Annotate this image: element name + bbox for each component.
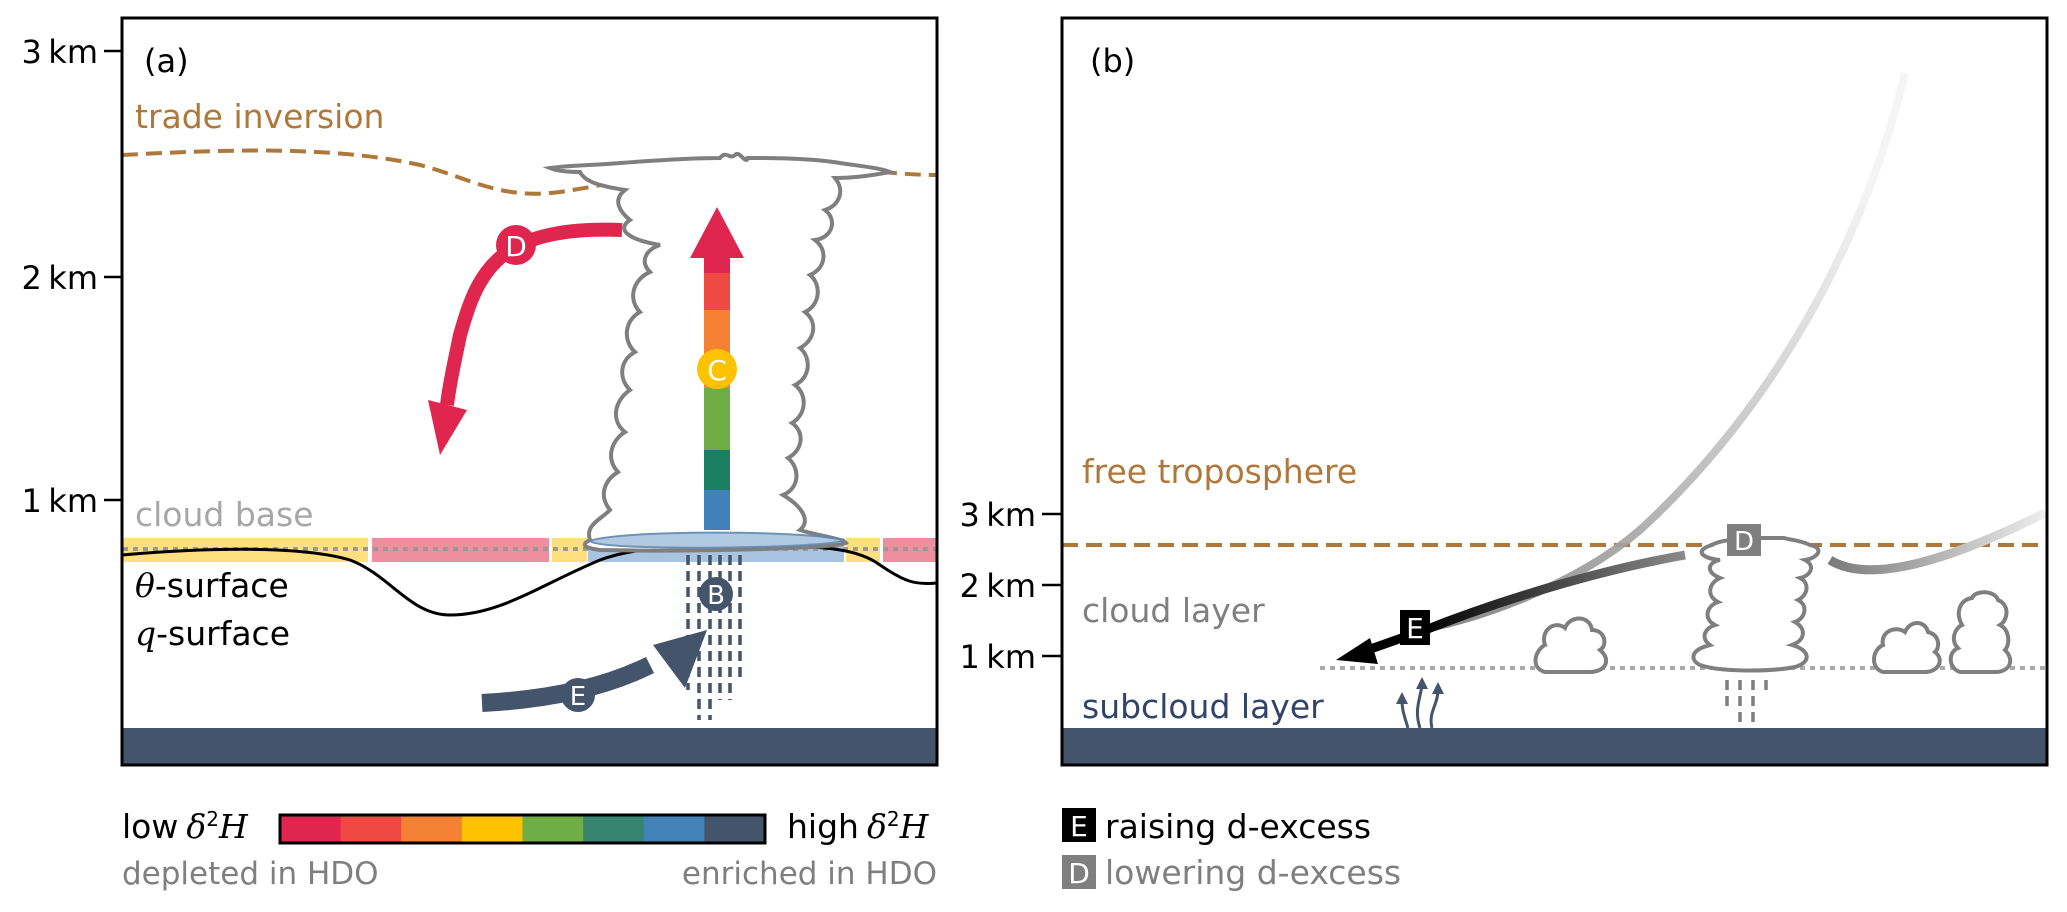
panel-a-label: (a) (144, 42, 189, 80)
tick-label-3km: 3 km (22, 33, 98, 71)
marker-d-label-b: D (1734, 527, 1754, 557)
tick-label-3km: 3 km (960, 496, 1036, 534)
downdraft-arrow-d: D (428, 222, 623, 455)
marker-e-label: E (570, 682, 586, 712)
tick-label-2km: 2 km (960, 567, 1036, 605)
panel-b-label: (b) (1090, 42, 1135, 80)
marker-d-label: D (505, 230, 527, 263)
panel-b: 3 km 2 km 1 km free troposphere cloud la… (960, 16, 2049, 767)
scale-swatch (583, 815, 645, 843)
evaporation-arrow-e: E (481, 630, 707, 712)
updraft-segment (704, 272, 730, 310)
theta-surface-label: θ-surface (135, 566, 289, 605)
panel-b-frame (1060, 16, 2049, 767)
e-arrow-head-b (1336, 638, 1378, 664)
axis-a: 3 km 2 km 1 km (22, 33, 122, 520)
surface-flux-arrows (1400, 684, 1440, 729)
updraft-segment (704, 388, 730, 450)
marker-c-label: C (707, 354, 727, 387)
detrainment-curve (1418, 550, 1686, 637)
updraft-segment (704, 450, 730, 490)
legend-enriched-label: enriched in HDO (682, 856, 937, 892)
legend-d-box (1062, 855, 1096, 889)
rain-streaks-a (686, 555, 742, 720)
band-segment (372, 538, 549, 562)
tick-label-1km: 1 km (22, 482, 98, 520)
scale-swatches (280, 815, 766, 843)
marker-b-label: B (707, 581, 725, 611)
cloud-base-ellipse (588, 531, 846, 549)
marker-d-box-b (1727, 524, 1761, 556)
legend-d-symbol: D (1068, 857, 1090, 890)
marker-e-circle (561, 678, 595, 712)
small-cloud (1872, 621, 1942, 674)
band-segment (883, 538, 937, 562)
scale-swatch (704, 815, 766, 843)
q-surface-label: q-surface (135, 614, 290, 653)
legend-dexcess: E raising d-excess D lowering d-excess (1062, 807, 1401, 892)
cloud-layer-label: cloud layer (1082, 591, 1265, 630)
small-cloud (1948, 590, 2013, 674)
panel-a-frame (120, 16, 939, 767)
scale-swatch (280, 815, 342, 843)
marker-e-box-b (1400, 610, 1430, 645)
scale-swatch (401, 815, 463, 843)
flux-arrowheads (1396, 677, 1444, 704)
updraft-arrowhead (690, 207, 744, 258)
subcloud-layer-label: subcloud layer (1082, 687, 1324, 726)
right-curve (1827, 508, 2047, 575)
scale-swatch (340, 815, 402, 843)
updraft-segment (704, 489, 730, 530)
ground-a (122, 728, 937, 765)
rain-streaks-b (1725, 680, 1768, 725)
marker-e-label-b: E (1406, 612, 1424, 645)
legend-e-label: raising d-excess (1105, 807, 1371, 846)
tick-label-2km: 2 km (22, 259, 98, 297)
marker-d-circle (496, 225, 536, 265)
legend-depleted-label: depleted in HDO (122, 856, 379, 892)
scale-border (278, 813, 767, 845)
deep-cloud-b (1691, 536, 1821, 673)
legend-e-symbol: E (1070, 810, 1088, 843)
updraft-segment (704, 255, 730, 273)
scale-swatch (461, 815, 523, 843)
trade-inversion-label: trade inversion (135, 97, 384, 136)
ground-b (1062, 728, 2047, 765)
panel-a: 3 km 2 km 1 km trade inversion cloud bas… (22, 16, 939, 767)
marker-b-circle (699, 577, 733, 611)
downdraft-arrowhead (428, 400, 467, 455)
free-troposphere-label: free troposphere (1082, 452, 1357, 491)
e-arrow-head (653, 630, 707, 688)
legend-e-box (1062, 808, 1096, 842)
scale-swatch (522, 815, 584, 843)
tick-label-1km: 1 km (960, 638, 1036, 676)
cloud-base-label: cloud base (135, 495, 314, 534)
marker-c-circle (697, 349, 737, 389)
updraft-arrow-c: C (690, 207, 744, 530)
scale-swatch (643, 815, 705, 843)
axis-b: 3 km 2 km 1 km (960, 496, 1062, 676)
downdraft-arrow-shaft (440, 222, 623, 406)
legend-d-label: lowering d-excess (1105, 853, 1401, 892)
small-cloud (1533, 616, 1609, 674)
theta-q-surface-line (121, 543, 938, 617)
